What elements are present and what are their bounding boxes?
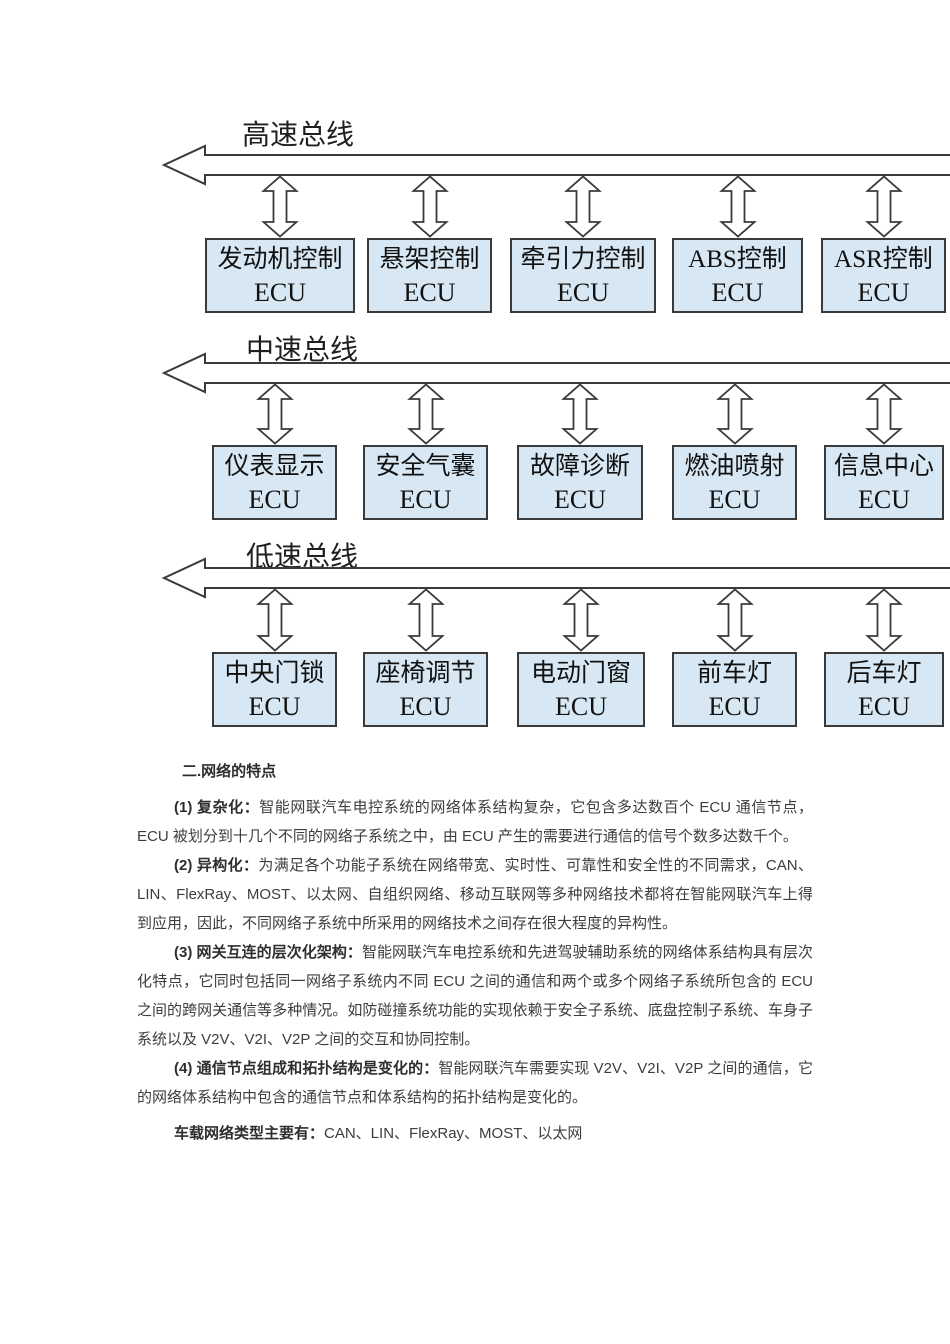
- ecu-node: 电动门窗 ECU: [517, 652, 645, 727]
- bus-left-arrow: [161, 144, 950, 186]
- ecu-node-type: ECU: [711, 277, 764, 307]
- double-headed-arrow: [864, 175, 903, 238]
- ecu-node: 中央门锁 ECU: [212, 652, 337, 727]
- ecu-node-type: ECU: [399, 484, 452, 514]
- ecu-node-type: ECU: [248, 691, 301, 721]
- double-headed-arrow: [406, 588, 445, 652]
- bus-left-arrow: [161, 557, 950, 599]
- ecu-node: 信息中心 ECU: [824, 445, 944, 520]
- double-headed-arrow: [715, 383, 754, 445]
- double-headed-arrow: [406, 383, 445, 445]
- note-body-1: 智能网联汽车电控系统的网络体系结构复杂，它包含多达数百个 ECU 通信节点，EC…: [137, 799, 813, 845]
- ecu-node-type: ECU: [399, 691, 452, 721]
- ecu-node-name: 仪表显示: [224, 452, 325, 480]
- ecu-node-type: ECU: [555, 691, 607, 721]
- bus-label: 中速总线: [246, 335, 359, 366]
- ecu-node: 后车灯 ECU: [824, 652, 944, 727]
- ecu-node-name: 前车灯: [696, 659, 772, 687]
- ecu-node-type: ECU: [557, 277, 609, 307]
- section-heading: 二.网络的特点: [182, 763, 277, 780]
- ecu-node: 座椅调节 ECU: [363, 652, 488, 727]
- ecu-node-name: 信息中心: [833, 452, 934, 480]
- note-lead-2: (2) 异构化：: [174, 857, 259, 874]
- note-footer: 车载网络类型主要有：CAN、LIN、FlexRay、MOST、以太网: [137, 1119, 813, 1148]
- double-headed-arrow: [410, 175, 449, 238]
- ecu-node: 前车灯 ECU: [672, 652, 797, 727]
- double-headed-arrow: [255, 588, 294, 652]
- ecu-node-name: 故障诊断: [529, 452, 630, 480]
- ecu-node-name: 座椅调节: [375, 659, 476, 687]
- note-paragraph-4: (4) 通信节点组成和拓扑结构是变化的：智能网联汽车需要实现 V2V、V2I、V…: [137, 1054, 813, 1112]
- double-headed-arrow: [715, 588, 754, 652]
- ecu-node-name: 安全气囊: [375, 452, 476, 480]
- ecu-node: 发动机控制 ECU: [205, 238, 355, 313]
- ecu-node: 悬架控制 ECU: [367, 238, 492, 313]
- note-body-2: 为满足各个功能子系统在网络带宽、实时性、可靠性和安全性的不同需求，CAN、LIN…: [137, 857, 813, 932]
- double-headed-arrow: [562, 588, 600, 652]
- ecu-node: ABS控制 ECU: [672, 238, 803, 313]
- ecu-node: 故障诊断 ECU: [517, 445, 643, 520]
- ecu-node-type: ECU: [858, 691, 910, 721]
- double-headed-arrow: [718, 175, 757, 238]
- ecu-node-type: ECU: [254, 277, 306, 307]
- double-headed-arrow: [865, 588, 903, 652]
- ecu-node: 牵引力控制 ECU: [510, 238, 656, 313]
- double-headed-arrow: [561, 383, 599, 445]
- ecu-node-name: 牵引力控制: [520, 245, 646, 273]
- ecu-node-type: ECU: [858, 484, 910, 514]
- note-paragraph-1: (1) 复杂化：智能网联汽车电控系统的网络体系结构复杂，它包含多达数百个 ECU…: [137, 793, 813, 851]
- note-body-3: 智能网联汽车电控系统和先进驾驶辅助系统的网络体系结构具有层次化特点，它同时包括同…: [137, 944, 813, 1048]
- note-lead-1: (1) 复杂化：: [174, 799, 260, 816]
- ecu-node: 安全气囊 ECU: [363, 445, 488, 520]
- note-paragraph-3: (3) 网关互连的层次化架构：智能网联汽车电控系统和先进驾驶辅助系统的网络体系结…: [137, 938, 813, 1054]
- ecu-node-type: ECU: [403, 277, 456, 307]
- ecu-node: 仪表显示 ECU: [212, 445, 337, 520]
- ecu-node-name: 后车灯: [846, 659, 922, 687]
- ecu-node-type: ECU: [248, 484, 301, 514]
- ecu-node-name: ASR控制: [834, 245, 933, 273]
- notes-section: 二.网络的特点 (1) 复杂化：智能网联汽车电控系统的网络体系结构复杂，它包含多…: [137, 757, 813, 1148]
- double-headed-arrow: [261, 175, 299, 238]
- note-paragraph-2: (2) 异构化：为满足各个功能子系统在网络带宽、实时性、可靠性和安全性的不同需求…: [137, 851, 813, 938]
- note-footer-lead: 车载网络类型主要有：: [174, 1125, 325, 1142]
- note-body-4: 智能网联汽车需要实现 V2V、V2I、V2P 之间的通信，它的网络体系结构中包含…: [137, 1060, 813, 1106]
- ecu-node-type: ECU: [708, 691, 761, 721]
- ecu-node: ASR控制 ECU: [821, 238, 946, 313]
- bus-label: 高速总线: [242, 120, 355, 151]
- ecu-node-name: 发动机控制: [217, 245, 343, 273]
- ecu-node-type: ECU: [857, 277, 910, 307]
- note-lead-3: (3) 网关互连的层次化架构：: [174, 944, 362, 961]
- ecu-node-name: 电动门窗: [530, 659, 631, 687]
- ecu-node-type: ECU: [554, 484, 606, 514]
- note-lead-4: (4) 通信节点组成和拓扑结构是变化的：: [174, 1060, 439, 1077]
- double-headed-arrow: [564, 175, 602, 238]
- ecu-node-name: 中央门锁: [224, 659, 325, 687]
- double-headed-arrow: [865, 383, 903, 445]
- note-footer-body: CAN、LIN、FlexRay、MOST、以太网: [324, 1125, 583, 1142]
- ecu-node-name: 悬架控制: [379, 245, 480, 273]
- ecu-node-name: 燃油喷射: [684, 452, 785, 480]
- double-headed-arrow: [255, 383, 294, 445]
- ecu-node-type: ECU: [708, 484, 761, 514]
- ecu-node-name: ABS控制: [688, 245, 787, 273]
- ecu-node: 燃油喷射 ECU: [672, 445, 797, 520]
- bus-left-arrow: [161, 352, 950, 394]
